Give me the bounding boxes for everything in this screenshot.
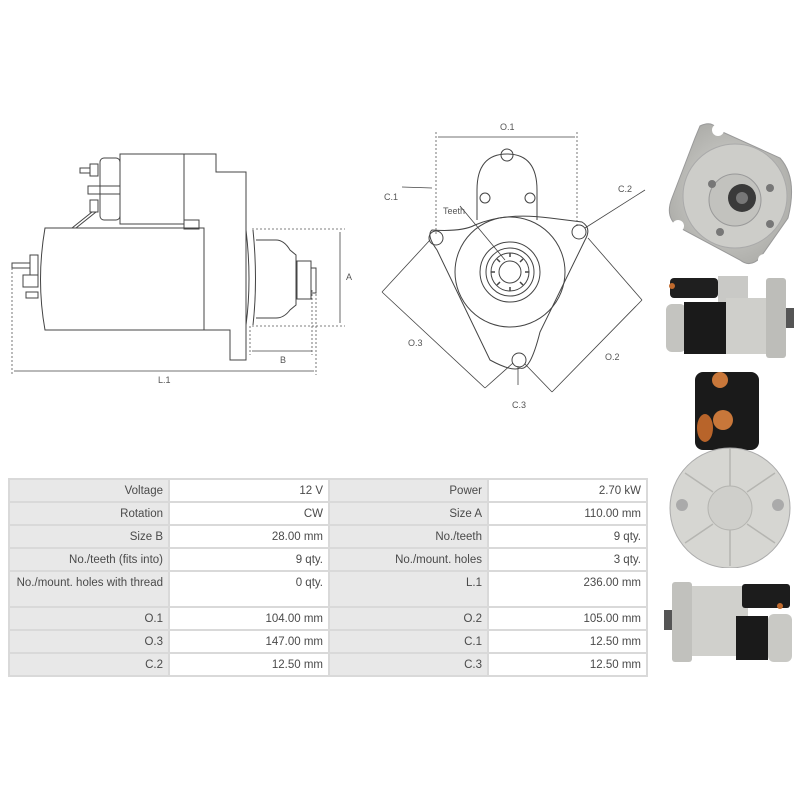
spec-value: 104.00 mm — [168, 606, 330, 631]
teeth-label: Teeth — [443, 206, 465, 216]
dimension-c1-label: C.1 — [384, 192, 398, 202]
dimension-o1-label: O.1 — [500, 122, 515, 132]
table-row: Size B 28.00 mm No./teeth 9 qty. — [8, 524, 648, 549]
spec-label: Rotation — [8, 501, 170, 526]
table-row: Rotation CW Size A 110.00 mm — [8, 501, 648, 526]
spec-value: 9 qty. — [487, 524, 648, 549]
spec-value: 28.00 mm — [168, 524, 330, 549]
specifications-table: Voltage 12 V Power 2.70 kW Rotation CW S… — [8, 478, 648, 677]
dimension-b-label: B — [280, 355, 286, 365]
table-row: No./mount. holes with thread 0 qty. L.1 … — [8, 570, 648, 608]
spec-value: 12.50 mm — [168, 652, 330, 677]
spec-value: 12 V — [168, 478, 330, 503]
table-row: O.3 147.00 mm C.1 12.50 mm — [8, 629, 648, 654]
spec-value: 2.70 kW — [487, 478, 648, 503]
table-row: C.2 12.50 mm C.3 12.50 mm — [8, 652, 648, 677]
spec-label: No./mount. holes — [328, 547, 489, 572]
dimension-o3-label: O.3 — [408, 338, 423, 348]
spec-label: O.1 — [8, 606, 170, 631]
spec-value: 110.00 mm — [487, 501, 648, 526]
dimension-o2-label: O.2 — [605, 352, 620, 362]
opposite-side-photo — [664, 582, 792, 662]
spec-label: C.2 — [8, 652, 170, 677]
dimension-c2-label: C.2 — [618, 184, 632, 194]
spec-label: Power — [328, 478, 489, 503]
spec-value: 147.00 mm — [168, 629, 330, 654]
spec-label: O.2 — [328, 606, 489, 631]
front-flange-photo — [668, 123, 793, 266]
spec-value: 12.50 mm — [487, 652, 648, 677]
front-view-drawing: O.1 C.1 C.2 Teeth O.3 O.2 C.3 — [381, 122, 646, 410]
spec-value: CW — [168, 501, 330, 526]
table-row: O.1 104.00 mm O.2 105.00 mm — [8, 606, 648, 631]
rear-end-photo — [669, 372, 791, 568]
spec-label: No./mount. holes with thread — [8, 570, 170, 608]
side-view-photo — [666, 276, 794, 358]
spec-label: C.3 — [328, 652, 489, 677]
spec-label: No./teeth — [328, 524, 489, 549]
dimension-c3-label: C.3 — [512, 400, 526, 410]
spec-label: C.1 — [328, 629, 489, 654]
table-row: Voltage 12 V Power 2.70 kW — [8, 478, 648, 503]
dimension-a-label: A — [346, 272, 352, 282]
spec-label: Voltage — [8, 478, 170, 503]
table-row: No./teeth (fits into) 9 qty. No./mount. … — [8, 547, 648, 572]
spec-label: No./teeth (fits into) — [8, 547, 170, 572]
spec-label: L.1 — [328, 570, 489, 608]
side-view-drawing: A B L.1 — [11, 153, 352, 385]
spec-label: Size B — [8, 524, 170, 549]
spec-value: 236.00 mm — [487, 570, 648, 608]
spec-value: 12.50 mm — [487, 629, 648, 654]
spec-value: 105.00 mm — [487, 606, 648, 631]
spec-label: O.3 — [8, 629, 170, 654]
spec-value: 9 qty. — [168, 547, 330, 572]
spec-value: 3 qty. — [487, 547, 648, 572]
spec-label: Size A — [328, 501, 489, 526]
dimension-l1-label: L.1 — [158, 375, 171, 385]
spec-value: 0 qty. — [168, 570, 330, 608]
